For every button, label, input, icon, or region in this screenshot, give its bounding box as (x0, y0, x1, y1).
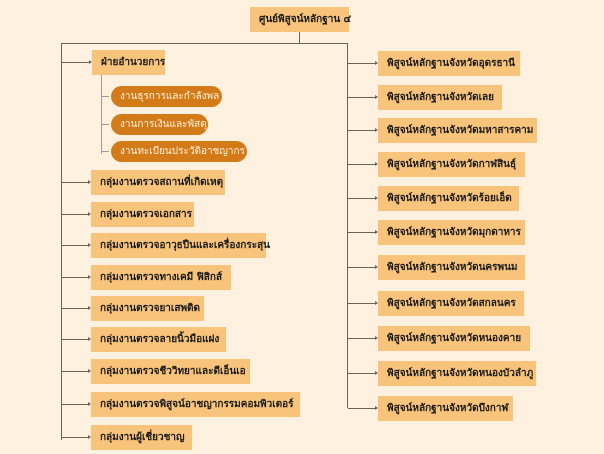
province-node: พิสูจน์หลักฐานจังหวัดหนองคาย (378, 326, 530, 351)
arrow-icon (88, 306, 91, 310)
arrow-icon (88, 402, 91, 406)
arrow-icon (88, 435, 91, 439)
connector (348, 198, 375, 199)
arrow-icon (88, 180, 91, 184)
province-node: พิสูจน์หลักฐานจังหวัดหนองบัวลำภู (378, 361, 536, 386)
arrow-icon (375, 336, 378, 340)
arrow-icon (89, 60, 92, 64)
group-node: กลุ่มงานตรวจทางเคมี ฟิสิกส์ (91, 265, 231, 290)
arrow-icon (88, 243, 91, 247)
arrow-icon (375, 265, 378, 269)
province-node: พิสูจน์หลักฐานจังหวัดร้อยเอ็ด (378, 186, 519, 211)
connector (348, 338, 375, 339)
connector (348, 130, 375, 131)
connector (61, 43, 62, 440)
group-node: กลุ่มงานตรวจสถานที่เกิดเหตุ (91, 170, 225, 195)
admin-unit-pill: งานทะเบียนประวัติอาชญากร (111, 141, 247, 162)
root-node: ศูนย์พิสูจน์หลักฐาน ๔ (250, 7, 351, 32)
arrow-icon (375, 162, 378, 166)
province-node: พิสูจน์หลักฐานจังหวัดอุดรธานี (378, 51, 520, 76)
group-node: กลุ่มงานตรวจลายนิ้วมือแฝง (91, 327, 226, 352)
connector (62, 339, 88, 340)
connector (101, 151, 109, 152)
connector (348, 408, 375, 409)
admin-unit-pill: งานธุรการและกำลังพล (111, 86, 222, 107)
connector (62, 308, 88, 309)
group-node: กลุ่มงานตรวจเอกสาร (91, 202, 194, 227)
connector (348, 232, 375, 233)
connector (62, 437, 88, 438)
arrow-icon (88, 212, 91, 216)
connector (348, 373, 375, 374)
connector (299, 32, 300, 43)
group-node: กลุ่มงานผู้เชี่ยวชาญ (91, 425, 192, 450)
connector (347, 43, 348, 408)
group-node: กลุ่มงานตรวจชีววิทยาและดีเอ็นเอ (91, 359, 250, 384)
arrow-icon (88, 369, 91, 373)
connector (348, 97, 375, 98)
province-node: พิสูจน์หลักฐานจังหวัดมหาสารคาม (378, 118, 537, 143)
connector (62, 214, 88, 215)
group-node: กลุ่มงานตรวจยาเสพติด (91, 296, 204, 321)
province-node: พิสูจน์หลักฐานจังหวัดสกลนคร (378, 291, 524, 316)
connector (62, 182, 88, 183)
province-node: พิสูจน์หลักฐานจังหวัดนครพนม (378, 255, 525, 280)
connector (101, 96, 109, 97)
connector (101, 124, 109, 125)
arrow-icon (375, 406, 378, 410)
connector (348, 267, 375, 268)
province-node: พิสูจน์หลักฐานจังหวัดบึงกาฬ (378, 396, 513, 421)
arrow-icon (88, 337, 91, 341)
province-node: พิสูจน์หลักฐานจังหวัดเลย (378, 85, 502, 110)
province-node: พิสูจน์หลักฐานจังหวัดมุกดาหาร (378, 220, 525, 245)
admin-unit-pill: งานการเงินและพัสดุ (111, 114, 208, 135)
arrow-icon (375, 371, 378, 375)
group-node: กลุ่มงานตรวจอาวุธปืนและเครื่องกระสุน (91, 233, 270, 258)
admin-node: ฝ่ายอำนวยการ (92, 50, 165, 75)
arrow-icon (375, 301, 378, 305)
connector (61, 43, 348, 44)
arrow-icon (375, 128, 378, 132)
province-node: พิสูจน์หลักฐานจังหวัดกาฬสินธุ์ (378, 152, 525, 177)
arrow-icon (375, 196, 378, 200)
arrow-icon (375, 95, 378, 99)
connector (101, 75, 102, 154)
arrow-icon (375, 61, 378, 65)
connector (62, 277, 88, 278)
connector (348, 63, 375, 64)
arrow-icon (375, 230, 378, 234)
connector (348, 303, 375, 304)
connector (62, 371, 88, 372)
connector (62, 404, 88, 405)
connector (62, 245, 88, 246)
group-node: กลุ่มงานตรวจพิสูจน์อาชญากรรมคอมพิวเตอร์ (91, 392, 300, 417)
connector (62, 62, 89, 63)
arrow-icon (88, 275, 91, 279)
connector (348, 164, 375, 165)
